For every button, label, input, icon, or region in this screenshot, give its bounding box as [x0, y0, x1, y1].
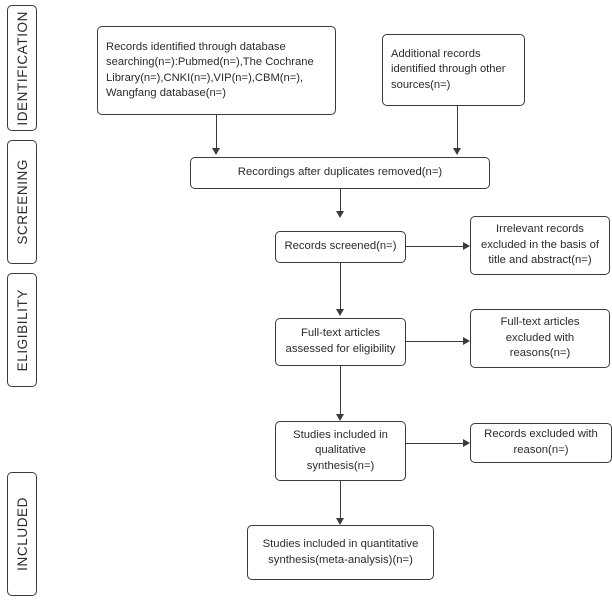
box-records-excluded-reason-text: Records excluded with reason(n=) [484, 428, 598, 456]
connector-screened-to-fulltext [340, 263, 341, 309]
box-quantitative-synthesis-text: Studies included in quantitative synthes… [262, 537, 419, 566]
stage-label-eligibility-text: ELIGIBILITY [14, 288, 30, 372]
connector-qualitative-to-quantitative [340, 481, 341, 518]
box-other-sources-text: Additional records identified through ot… [391, 47, 506, 91]
stage-label-identification-text: IDENTIFICATION [14, 10, 30, 126]
stage-label-screening-text: SCREENING [14, 159, 30, 245]
arrowhead-othersources-to-duplicates [453, 148, 461, 155]
arrowhead-fulltext-to-qualitative [336, 414, 344, 421]
box-irrelevant-excluded: Irrelevant records excluded in the basis… [470, 216, 610, 275]
connector-othersources-to-duplicates [457, 106, 458, 148]
arrowhead-screened-to-irrelevant [463, 242, 470, 250]
arrowhead-database-to-duplicates [212, 148, 220, 155]
box-records-screened-text: Records screened(n=) [284, 240, 397, 253]
stage-label-included: INCLUDED [7, 472, 37, 596]
connector-screened-to-irrelevant [406, 246, 463, 247]
box-database-search-text: Records identified through database sear… [106, 40, 314, 99]
connector-duplicates-to-screened [340, 189, 341, 211]
stage-label-identification: IDENTIFICATION [7, 5, 37, 131]
box-fulltext-excluded-text: Full-text articles excluded with reasons… [500, 316, 580, 360]
connector-database-to-duplicates [216, 115, 217, 148]
arrowhead-qualitative-to-excluded-reason [463, 439, 470, 447]
connector-fulltext-to-qualitative [340, 366, 341, 414]
box-records-excluded-reason: Records excluded with reason(n=) [470, 423, 612, 463]
box-other-sources: Additional records identified through ot… [382, 34, 525, 106]
arrowhead-qualitative-to-quantitative [336, 518, 344, 525]
box-qualitative-synthesis: Studies included in qualitative synthesi… [275, 421, 406, 481]
box-records-screened: Records screened(n=) [275, 231, 406, 263]
box-fulltext-assessed-text: Full-text articles assessed for eligibil… [285, 327, 396, 355]
box-fulltext-assessed: Full-text articles assessed for eligibil… [275, 318, 406, 366]
stage-label-eligibility: ELIGIBILITY [7, 273, 37, 387]
box-database-search: Records identified through database sear… [97, 26, 336, 115]
connector-qualitative-to-excluded-reason [406, 443, 463, 444]
connector-fulltext-to-excluded [406, 341, 463, 342]
box-irrelevant-excluded-text: Irrelevant records excluded in the basis… [480, 223, 600, 267]
arrowhead-duplicates-to-screened [336, 211, 344, 218]
box-quantitative-synthesis: Studies included in quantitative synthes… [247, 525, 434, 580]
stage-label-screening: SCREENING [7, 140, 37, 264]
arrowhead-screened-to-fulltext [336, 309, 344, 316]
box-fulltext-excluded: Full-text articles excluded with reasons… [470, 309, 610, 368]
arrowhead-fulltext-to-excluded [463, 337, 470, 345]
stage-label-included-text: INCLUDED [14, 497, 30, 571]
box-qualitative-synthesis-text: Studies included in qualitative synthesi… [293, 428, 388, 472]
box-duplicates-removed-text: Recordings after duplicates removed(n=) [237, 166, 443, 179]
box-duplicates-removed: Recordings after duplicates removed(n=) [190, 157, 490, 189]
